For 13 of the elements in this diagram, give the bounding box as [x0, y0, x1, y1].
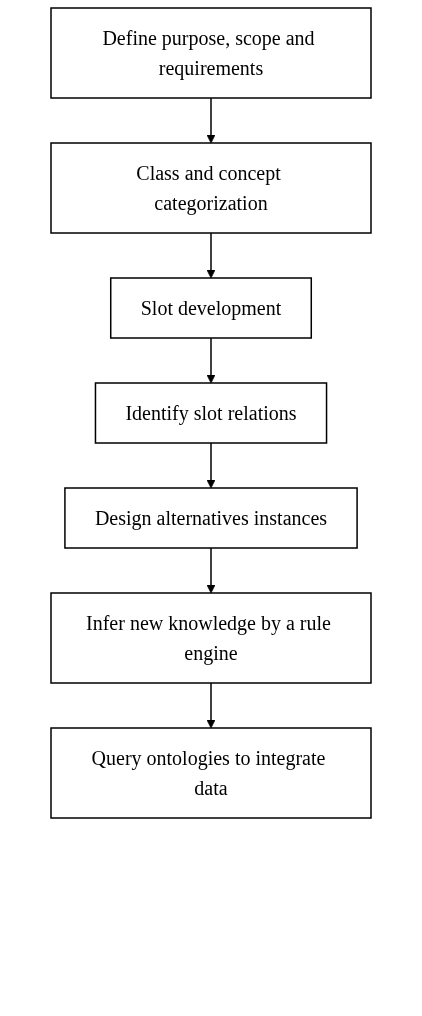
node-box: Define purpose, scope and requirements — [50, 7, 372, 99]
arrow — [206, 442, 216, 489]
node-box: Class and concept categorization — [50, 142, 372, 234]
arrow — [206, 682, 216, 729]
node-box: Query ontologies to integrate data — [50, 727, 372, 819]
arrow — [206, 337, 216, 384]
arrow — [206, 232, 216, 279]
arrow — [206, 97, 216, 144]
node-box: Identify slot relations — [94, 382, 328, 444]
node-box: Design alternatives instances — [64, 487, 358, 549]
arrow — [206, 547, 216, 594]
node-box: Slot development — [110, 277, 312, 339]
node-box: Infer new knowledge by a rule engine — [50, 592, 372, 684]
